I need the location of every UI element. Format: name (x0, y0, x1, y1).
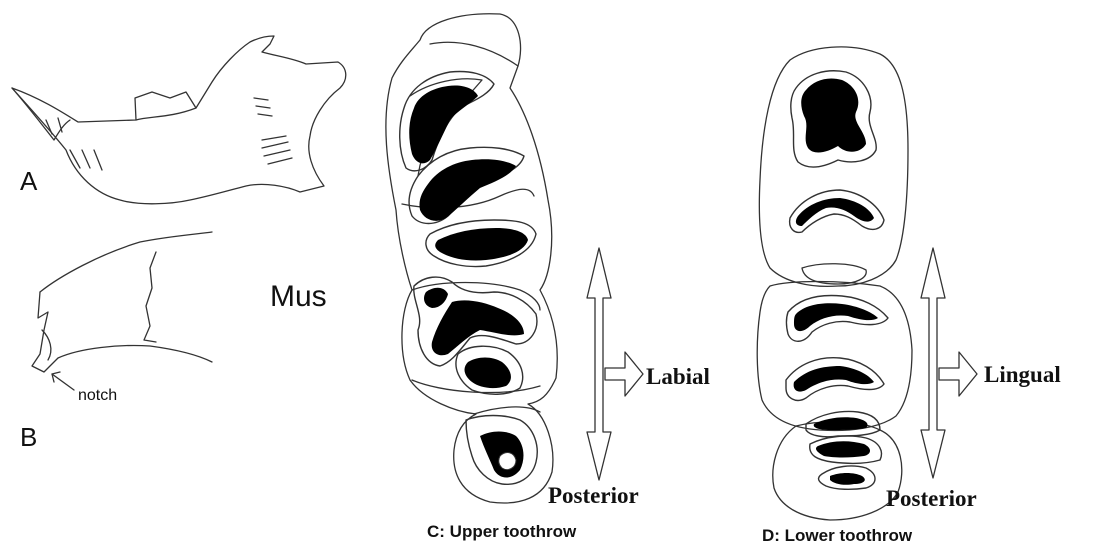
labial-label: Labial (646, 364, 710, 389)
panel-c-posterior-label: Posterior (548, 483, 639, 508)
panel-c-caption: C: Upper toothrow (427, 522, 577, 541)
notch-arrow (52, 372, 74, 390)
panel-b-letter: B (20, 422, 37, 452)
panel-c-posterior-arrow (587, 248, 611, 480)
panel-a-letter: A (20, 166, 38, 196)
genus-label: Mus (270, 280, 327, 313)
panel-a-jaw-drawing (12, 36, 346, 204)
panel-d-lingual-arrow (939, 352, 977, 396)
notch-label: notch (78, 387, 117, 404)
panel-d-caption: D: Lower toothrow (762, 526, 913, 545)
panel-b-incisor-drawing (32, 232, 212, 372)
panel-c-labial-arrow (605, 352, 643, 396)
lingual-label: Lingual (984, 362, 1061, 387)
upper-m3-small-outline (499, 453, 516, 470)
panel-d-posterior-arrow (921, 248, 945, 478)
panel-d-posterior-label: Posterior (886, 486, 977, 511)
